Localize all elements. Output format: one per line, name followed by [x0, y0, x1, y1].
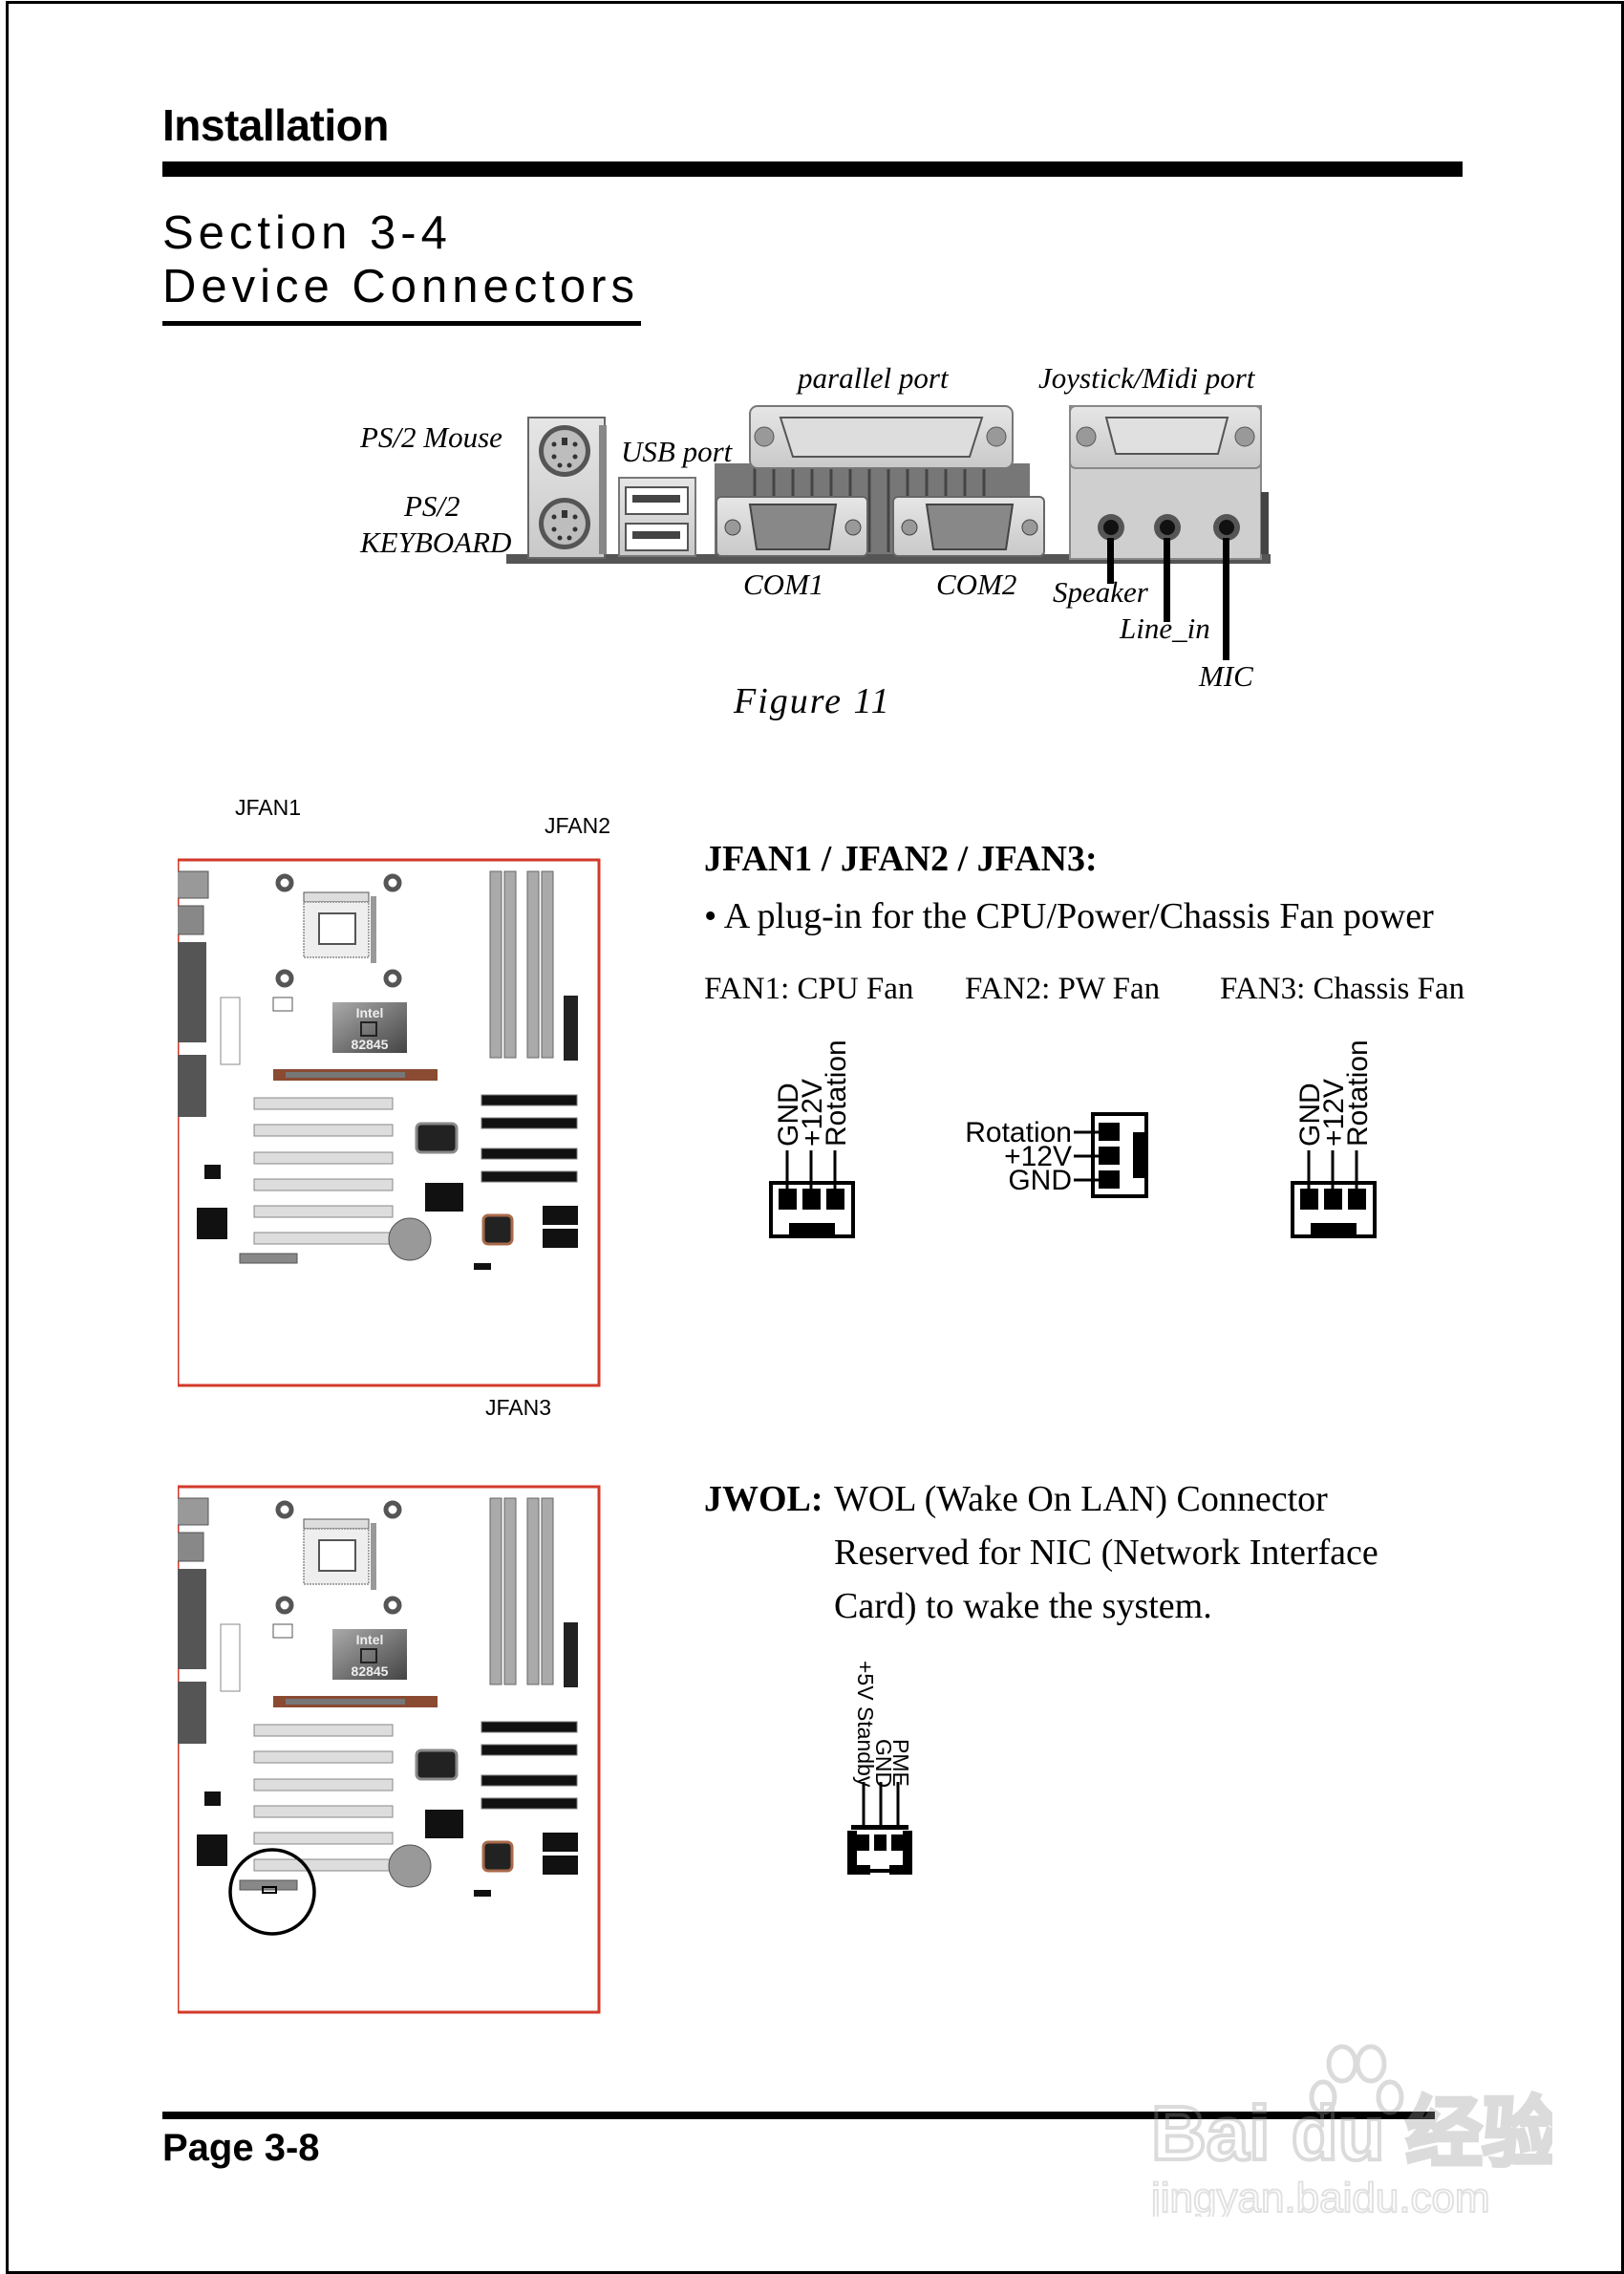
label-ps2-keyboard-2: KEYBOARD [360, 526, 512, 559]
jfan-heading: JFAN1 / JFAN2 / JFAN3: [704, 839, 1098, 879]
label-speaker: Speaker [1053, 575, 1148, 609]
jwol-line-3: Card) to wake the system. [834, 1586, 1212, 1626]
fan-pinout-diagrams: GND +12V Rotation GND +12V Rotation Rota… [769, 1040, 1377, 1238]
fan2-pin-gnd: GND [1008, 1165, 1072, 1196]
fan2-type: FAN2: PW Fan [965, 972, 1161, 1006]
fan3-pin-gnd: GND [1294, 1083, 1326, 1147]
jwol-heading: JWOL: [704, 1479, 823, 1519]
fan1-pin-rotation: Rotation [821, 1040, 852, 1147]
line-in-leader [1164, 538, 1170, 622]
fan3-connector [1291, 1150, 1377, 1238]
fan2-pin-12v: +12V [1004, 1141, 1072, 1172]
fan3-pin-rotation: Rotation [1342, 1040, 1374, 1147]
label-ps2-keyboard-1: PS/2 [404, 489, 460, 523]
usb-ports [618, 477, 696, 557]
svg-text:Intel: Intel [356, 1005, 384, 1020]
joystick-audio-block [1069, 405, 1269, 560]
label-mic: MIC [1199, 659, 1253, 693]
speaker-leader [1107, 538, 1114, 584]
fan1-connector [769, 1150, 855, 1238]
label-ps2-mouse: PS/2 Mouse [360, 420, 502, 454]
jwol-circle [228, 1848, 316, 1936]
motherboard-jfan-view: Intel 82845 [154, 795, 617, 1420]
motherboard-diagram-1: Intel 82845 [154, 854, 617, 1404]
jfan2-callout-label: JFAN2 [545, 813, 611, 838]
back-panel-illustration [506, 405, 1271, 660]
label-com2: COM2 [936, 568, 1017, 601]
figure-11-back-panel: PS/2 Mouse PS/2 KEYBOARD USB port parall… [0, 0, 1624, 764]
com2-port [892, 496, 1045, 557]
fan1-type: FAN1: CPU Fan [704, 972, 914, 1006]
label-joystick-midi-port: Joystick/Midi port [1038, 361, 1255, 395]
fan2-pin-rotation: Rotation [965, 1117, 1072, 1148]
jwol-line-1: WOL (Wake On LAN) Connector [834, 1479, 1328, 1519]
svg-text:Bai du 经验: Bai du 经验 [1151, 2091, 1552, 2176]
page-number: Page 3-8 [162, 2127, 320, 2169]
jwol-pin-standby: +5V Standby [853, 1661, 878, 1788]
jwol-pinout-diagram: +5V Standby GND PME [847, 1661, 913, 1875]
section-number: Section 3-4 [162, 207, 452, 259]
footer-rule [162, 2112, 1435, 2119]
ps2-ports [527, 417, 607, 559]
fan2-connector [1074, 1112, 1148, 1198]
header-rule [162, 161, 1463, 177]
motherboard-jwol-view: Intel 82845 [154, 1481, 617, 2030]
baidu-paw-icon: Bai du 经验 jingyan.baidu.com [1148, 2044, 1561, 2222]
page-border [6, 1, 1624, 2274]
fan3-type: FAN3: Chassis Fan [1220, 972, 1465, 1006]
svg-text:jingyan.baidu.com: jingyan.baidu.com [1151, 2175, 1490, 2217]
jwol-line-2: Reserved for NIC (Network Interface [834, 1533, 1378, 1573]
svg-text:82845: 82845 [352, 1037, 389, 1052]
baidu-watermark: Bai du 经验 jingyan.baidu.com [1148, 2026, 1561, 2222]
fan1-pin-12v: +12V [797, 1079, 828, 1147]
running-header: Installation [162, 100, 389, 150]
label-line-in: Line_in [1120, 611, 1210, 645]
motherboard-illustration: Intel 82845 [154, 858, 601, 1387]
label-parallel-port: parallel port [798, 361, 949, 395]
jwol-pin-gnd: GND [871, 1739, 896, 1788]
label-usb-port: USB port [621, 435, 733, 468]
jfan-description: • A plug-in for the CPU/Power/Chassis Fa… [704, 896, 1434, 936]
mic-leader [1223, 538, 1229, 660]
label-com1: COM1 [743, 568, 824, 601]
figure-11-caption: Figure 11 [734, 681, 891, 721]
com1-port [716, 496, 868, 557]
fan3-pin-12v: +12V [1318, 1079, 1350, 1147]
section-title: Device Connectors [162, 261, 639, 312]
svg-text:82845: 82845 [352, 1663, 389, 1679]
jwol-callout-circle [228, 1848, 316, 1936]
jwol-pin-pme: PME [888, 1739, 913, 1787]
jfan3-callout-label: JFAN3 [485, 1395, 552, 1420]
fan1-pin-gnd: GND [773, 1083, 804, 1147]
section-title-underline [162, 321, 641, 326]
svg-text:Intel: Intel [356, 1632, 384, 1647]
jfan1-callout-label: JFAN1 [235, 795, 302, 820]
